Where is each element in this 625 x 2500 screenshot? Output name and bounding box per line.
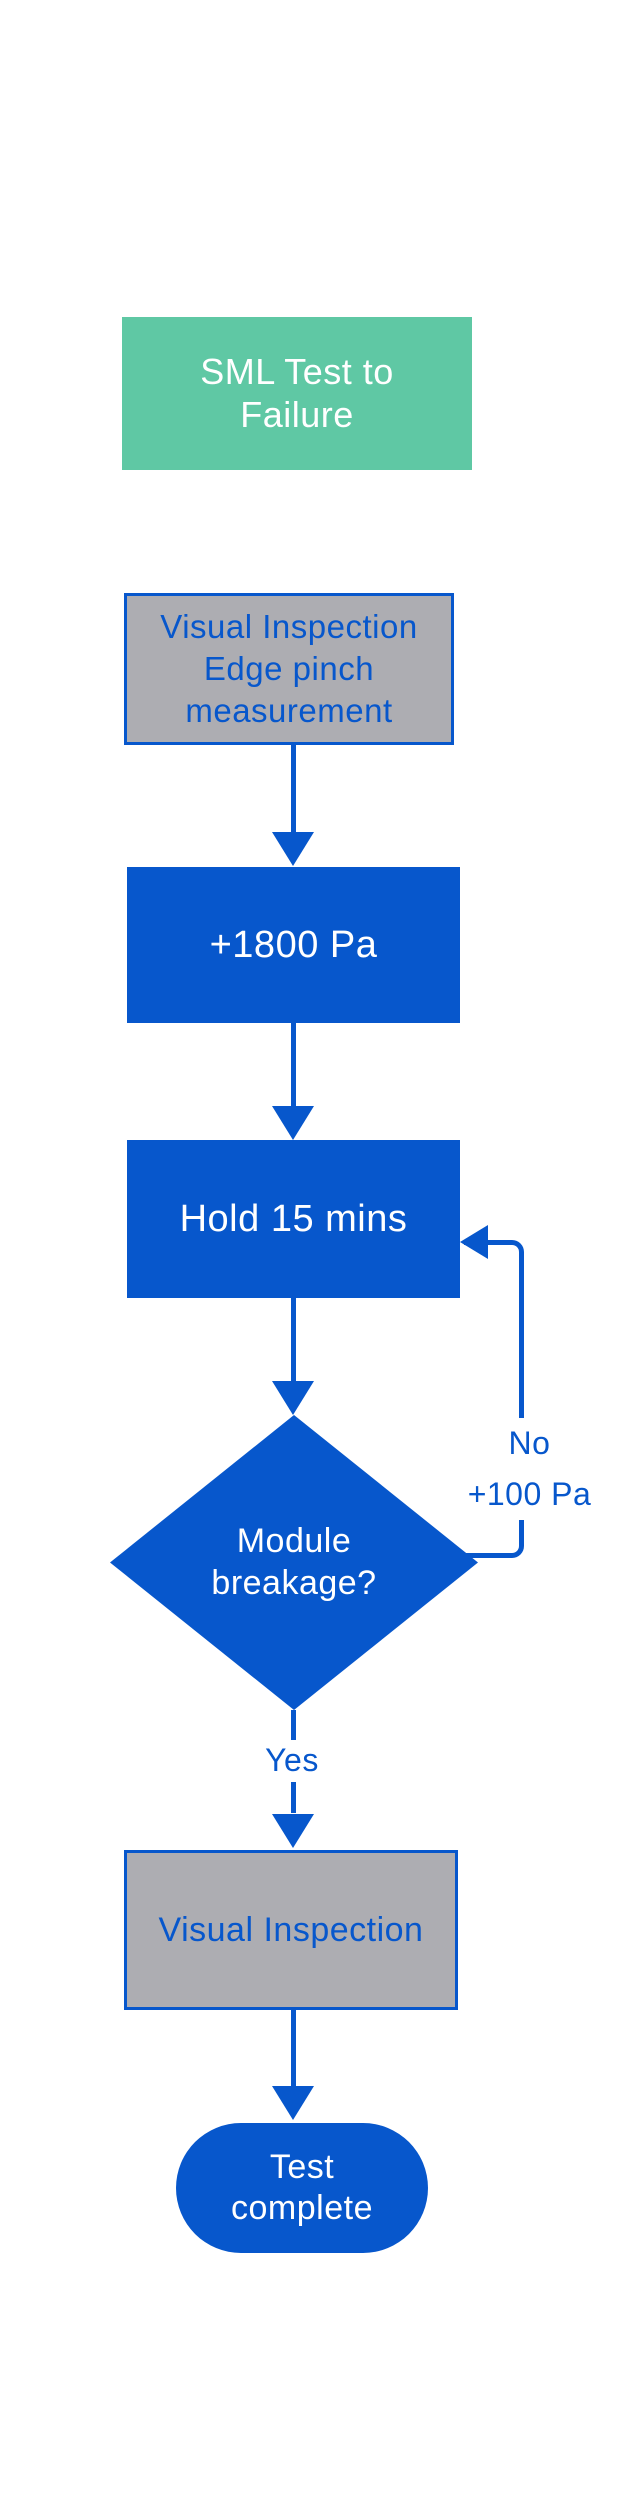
hold-node: Hold 15 mins [127,1140,460,1298]
arrow-down-icon [272,1381,314,1415]
breakage-decision-label-line2: breakage? [211,1563,377,1602]
final-inspection-label: Visual Inspection [158,1910,424,1949]
arrow-stem-pressure-to-hold [291,1023,296,1108]
breakage-decision-label-line1: Module [236,1522,352,1561]
no-branch-label-line1: No [508,1425,551,1461]
final-inspection-node: Visual Inspection [124,1850,458,2010]
arrow-stem-inspection-to-complete [291,2010,296,2087]
test-complete-label-line1: Test [269,2148,335,2187]
initial-inspection-label-line1: Visual Inspection [160,607,418,645]
initial-inspection-label-line2: Edge pinch [203,649,375,687]
no-branch-label: No +100 Pa [447,1418,612,1521]
test-complete-label-line2: complete [231,2189,373,2227]
arrow-down-icon [272,832,314,866]
arrow-down-icon [272,1814,314,1848]
arrow-stem-inspection-to-pressure [291,745,296,835]
pressure-node-label: +1800 Pa [209,923,378,966]
initial-inspection-node: Visual Inspection Edge pinch measurement [124,593,454,745]
start-node-sml-test: SML Test to Failure [122,317,472,470]
start-node-label-line2: Failure [240,393,354,435]
arrow-down-icon [272,2086,314,2120]
arrow-down-icon [272,1106,314,1140]
hold-node-label: Hold 15 mins [179,1197,408,1240]
test-complete-node: Test complete [176,2123,428,2253]
no-branch-label-line2: +100 Pa [467,1476,592,1513]
no-feedback-connector [464,1240,524,1558]
start-node-label-line1: SML Test to [200,351,394,393]
arrow-left-icon [460,1225,488,1259]
arrow-stem-hold-to-decision [291,1298,296,1382]
breakage-decision-node: Module breakage? [110,1415,478,1710]
initial-inspection-label-line3: measurement [185,692,393,730]
yes-branch-label: Yes [252,1740,332,1782]
pressure-node: +1800 Pa [127,867,460,1023]
